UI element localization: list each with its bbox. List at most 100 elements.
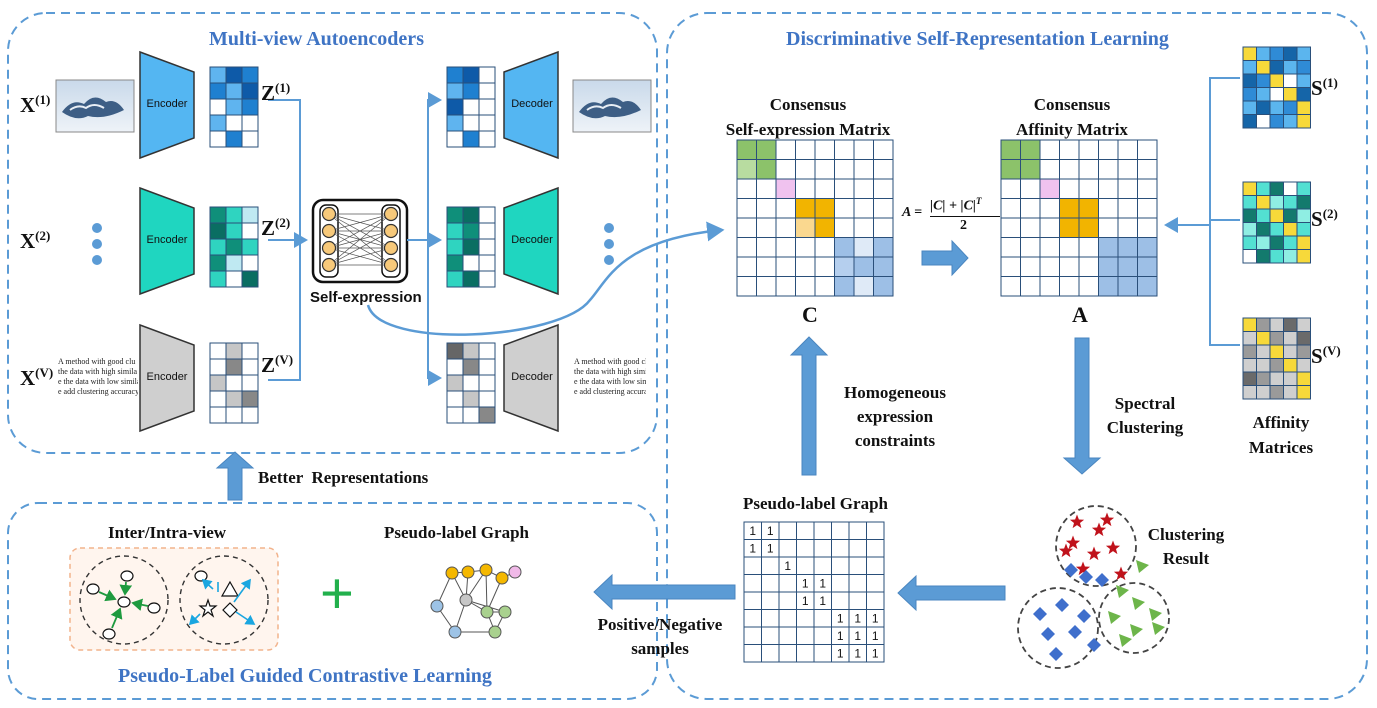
- affinity-caption-2: Matrices: [1248, 438, 1314, 457]
- z1-recon-matrix: [446, 66, 496, 148]
- clustering-result-label-2: Result: [1162, 549, 1210, 568]
- matrix-cell: [1242, 249, 1257, 264]
- consensus-self-expression-matrix: [736, 139, 894, 297]
- matrix-cell: [446, 390, 464, 408]
- s1-matrix: [1242, 46, 1311, 129]
- matrix-cell: [209, 66, 227, 84]
- graph-cell: [796, 609, 815, 628]
- matrix-cell: [209, 270, 227, 288]
- matrix-cell: [1269, 222, 1284, 237]
- matrix-cell: [209, 130, 227, 148]
- s2-label: S(2): [1311, 206, 1338, 231]
- matrix-cell: [795, 139, 816, 160]
- graph-cell: [813, 609, 832, 628]
- z1-label: Z(1): [261, 80, 291, 105]
- consensus-c-title-1: Consensus: [769, 95, 847, 114]
- matrix-cell: [834, 198, 855, 219]
- matrix-cell: [795, 276, 816, 297]
- matrix-cell: [1296, 73, 1311, 88]
- graph-cell-value: 1: [767, 524, 774, 538]
- matrix-cell: [209, 254, 227, 272]
- consensus-a-symbol: A: [1072, 302, 1088, 327]
- graph-cell: [866, 521, 885, 540]
- matrix-cell: [853, 139, 874, 160]
- matrix-cell: [1269, 344, 1284, 359]
- nn-node: [383, 206, 399, 222]
- matrix-cell: [1242, 60, 1257, 75]
- matrix-cell: [1283, 235, 1298, 250]
- diamond-point: [1033, 607, 1047, 621]
- matrix-cell: [873, 178, 894, 199]
- formula-numerator: |C| + |C|T: [930, 196, 982, 214]
- latent-matrices: [209, 66, 496, 424]
- matrix-cell: [478, 130, 496, 148]
- matrix-cell: [446, 114, 464, 132]
- matrix-cell: [1059, 178, 1080, 199]
- contrastive-panel: [7, 502, 658, 700]
- matrix-cell: [478, 254, 496, 272]
- matrix-cell: [1256, 358, 1271, 373]
- matrix-cell: [1269, 87, 1284, 102]
- matrix-cell: [1283, 249, 1298, 264]
- matrix-cell: [775, 198, 796, 219]
- matrix-cell: [1256, 60, 1271, 75]
- matrix-cell: [241, 342, 259, 360]
- block-arrows: [215, 239, 1102, 612]
- matrix-cell: [1296, 222, 1311, 237]
- matrix-cell: [1256, 114, 1271, 129]
- matrix-cell: [1283, 73, 1298, 88]
- matrix-cell: [1242, 317, 1257, 332]
- matrix-cell: [1256, 208, 1271, 223]
- graph-cell: [778, 644, 797, 663]
- matrix-cell: [1137, 178, 1158, 199]
- matrix-cell: [1269, 100, 1284, 115]
- matrix-cell: [1098, 217, 1119, 238]
- matrix-cell: [1296, 371, 1311, 386]
- matrix-cell: [853, 159, 874, 180]
- matrix-cell: [225, 374, 243, 392]
- self-expression-network: [311, 198, 409, 284]
- matrix-cell: [795, 198, 816, 219]
- matrix-cell: [853, 198, 874, 219]
- graph-cell: [848, 574, 867, 593]
- spectral-label-1: Spectral: [1114, 394, 1176, 413]
- graph-cell: [743, 591, 762, 610]
- matrix-cell: [1020, 237, 1041, 258]
- clustering-result-label-1: Clustering: [1147, 525, 1225, 544]
- matrix-cell: [736, 256, 757, 277]
- matrix-cell: [1256, 371, 1271, 386]
- matrix-cell: [478, 390, 496, 408]
- matrix-cell: [775, 237, 796, 258]
- matrix-cell: [1078, 276, 1099, 297]
- triangle-point: [1116, 585, 1129, 598]
- matrix-cell: [1078, 178, 1099, 199]
- decoder-label-1: Decoder: [511, 98, 553, 110]
- matrix-cell: [1242, 358, 1257, 373]
- matrix-cell: [834, 276, 855, 297]
- decoder-label-2: Decoder: [511, 234, 553, 246]
- star-point: [1105, 540, 1121, 555]
- matrix-cell: [1242, 195, 1257, 210]
- consensus-a-title-2: Affinity Matrix: [1016, 120, 1128, 139]
- matrix-cell: [225, 82, 243, 100]
- graph-cell-value: 1: [872, 647, 879, 661]
- matrix-cell: [1059, 198, 1080, 219]
- graph-cell: [796, 626, 815, 645]
- matrix-cell: [814, 159, 835, 180]
- matrix-cell: [1059, 217, 1080, 238]
- matrix-cell: [1269, 208, 1284, 223]
- matrix-cell: [1078, 159, 1099, 180]
- view1-input-image: [55, 79, 135, 133]
- graph-cell: [761, 644, 780, 663]
- matrix-cell: [209, 98, 227, 116]
- matrix-cell: [1117, 178, 1138, 199]
- matrix-cell: [1000, 139, 1021, 160]
- dsrl-title: Discriminative Self-Representation Learn…: [786, 28, 1169, 50]
- matrix-cell: [1269, 317, 1284, 332]
- matrix-cell: [1256, 331, 1271, 346]
- star-point: [1069, 514, 1085, 529]
- matrix-cell: [225, 98, 243, 116]
- matrix-cell: [1059, 139, 1080, 160]
- matrix-cell: [241, 98, 259, 116]
- matrix-cell: [1242, 181, 1257, 196]
